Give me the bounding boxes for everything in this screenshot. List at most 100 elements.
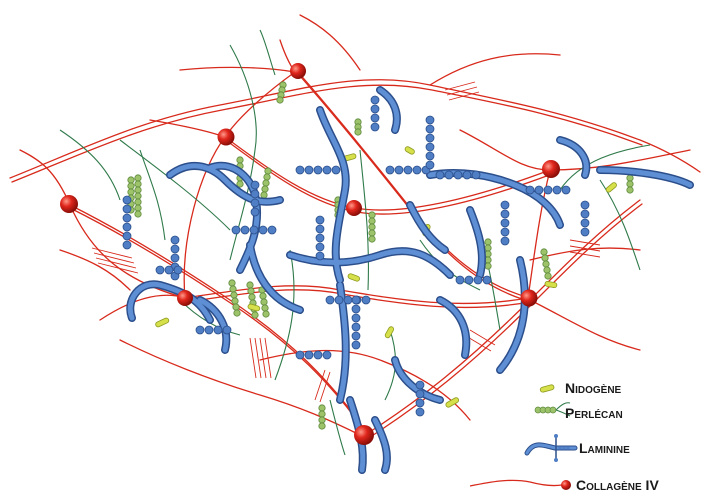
laminin-bead bbox=[323, 166, 331, 174]
perlecan-bead bbox=[135, 187, 141, 193]
collagen-strand bbox=[530, 300, 640, 350]
perlecan-bead bbox=[369, 230, 375, 236]
laminin-bead bbox=[232, 226, 240, 234]
laminin-bead bbox=[474, 276, 482, 284]
laminin-bead bbox=[171, 236, 179, 244]
laminin-bead bbox=[352, 296, 360, 304]
perlecan-bead bbox=[233, 304, 239, 310]
collagen-node bbox=[60, 195, 78, 213]
laminin-bead bbox=[251, 181, 259, 189]
laminin-bead bbox=[314, 351, 322, 359]
laminin-bead bbox=[332, 166, 340, 174]
laminin-bead bbox=[463, 171, 471, 179]
collagen-strand bbox=[180, 67, 295, 72]
laminin-bead bbox=[454, 171, 462, 179]
laminin-bead bbox=[371, 105, 379, 113]
legend-label-perlecan: Perlécan bbox=[565, 405, 623, 421]
perlecan-bead bbox=[231, 292, 237, 298]
perlecan-bead bbox=[232, 298, 238, 304]
laminin-bead bbox=[205, 326, 213, 334]
perlecan-bead bbox=[262, 186, 268, 192]
laminin-bead bbox=[426, 134, 434, 142]
laminin-bead bbox=[352, 314, 360, 322]
laminin-bead bbox=[352, 341, 360, 349]
legend-label-laminin: Laminine bbox=[579, 440, 630, 456]
nidogen-icon bbox=[540, 384, 555, 392]
perlecan-bead bbox=[369, 236, 375, 242]
collagen-node bbox=[521, 290, 538, 307]
laminin-bead bbox=[436, 171, 444, 179]
perlecan-bead bbox=[543, 261, 549, 267]
perlecan-bead bbox=[369, 212, 375, 218]
laminin-bead bbox=[395, 166, 403, 174]
collagen-node bbox=[290, 63, 306, 79]
legend-label-nidogen: Nidogène bbox=[565, 380, 622, 396]
legend-item-collagen-iv: Collagène IV bbox=[470, 477, 659, 493]
collagen-node bbox=[354, 425, 374, 445]
laminin-bead bbox=[426, 116, 434, 124]
collagen-node bbox=[542, 160, 560, 178]
laminin-bead bbox=[174, 266, 182, 274]
collagen-strand bbox=[100, 295, 185, 320]
perlecan-bead bbox=[135, 211, 141, 217]
laminin-bead bbox=[501, 219, 509, 227]
laminin-bead bbox=[416, 399, 424, 407]
laminin-bead bbox=[581, 210, 589, 218]
perlecan-bead bbox=[234, 310, 240, 316]
laminin-bead bbox=[335, 296, 343, 304]
laminin-bead bbox=[171, 254, 179, 262]
laminin-bead bbox=[305, 166, 313, 174]
laminin-bead bbox=[296, 351, 304, 359]
laminin-bead bbox=[171, 245, 179, 253]
laminin-bead bbox=[316, 234, 324, 242]
laminin-bead bbox=[426, 161, 434, 169]
perlecan-bead bbox=[545, 273, 551, 279]
perlecan-bead bbox=[249, 294, 255, 300]
collagen-strand bbox=[460, 130, 550, 170]
laminin-bead bbox=[426, 125, 434, 133]
laminin-bead bbox=[581, 228, 589, 236]
perlecan-bead bbox=[261, 192, 267, 198]
laminin-beads bbox=[123, 96, 589, 416]
laminin-bead bbox=[352, 305, 360, 313]
collagen-strand bbox=[150, 120, 225, 137]
perlecan-bead bbox=[277, 97, 283, 103]
legend-label-collagen-iv: Collagène IV bbox=[576, 477, 659, 493]
perlecan-bead bbox=[485, 245, 491, 251]
laminin-bead bbox=[123, 196, 131, 204]
laminin-bead bbox=[501, 201, 509, 209]
perlecan-strands bbox=[60, 30, 650, 455]
legend-item-laminin: Laminine bbox=[527, 434, 630, 462]
perlecan-bead bbox=[128, 183, 134, 189]
laminin-bead bbox=[416, 381, 424, 389]
laminin-bead bbox=[251, 208, 259, 216]
perlecan-bead bbox=[541, 249, 547, 255]
collagen-strand bbox=[20, 150, 70, 205]
laminin-bead bbox=[214, 326, 222, 334]
laminin-bead bbox=[553, 186, 561, 194]
perlecan-bead bbox=[265, 168, 271, 174]
laminin-bead bbox=[501, 210, 509, 218]
laminin-bead bbox=[259, 226, 267, 234]
laminin-icon bbox=[527, 434, 575, 462]
laminin-bead bbox=[413, 166, 421, 174]
laminin-bead bbox=[316, 225, 324, 233]
perlecan-bead bbox=[135, 205, 141, 211]
laminin-bead bbox=[296, 166, 304, 174]
perlecan-bead bbox=[128, 189, 134, 195]
perlecan-bead bbox=[263, 311, 269, 317]
laminin-bead bbox=[581, 201, 589, 209]
laminin-bead bbox=[123, 214, 131, 222]
laminin-bead bbox=[371, 96, 379, 104]
perlecan-bead bbox=[135, 175, 141, 181]
legend-item-nidogen: Nidogène bbox=[540, 380, 622, 396]
collagen-node bbox=[218, 129, 235, 146]
laminin-bead bbox=[371, 114, 379, 122]
perlecan-bead bbox=[230, 286, 236, 292]
laminin-bead bbox=[526, 186, 534, 194]
perlecan-bead bbox=[627, 175, 633, 181]
laminin-bead bbox=[472, 171, 480, 179]
laminin-bead bbox=[316, 216, 324, 224]
laminin-bead bbox=[268, 226, 276, 234]
